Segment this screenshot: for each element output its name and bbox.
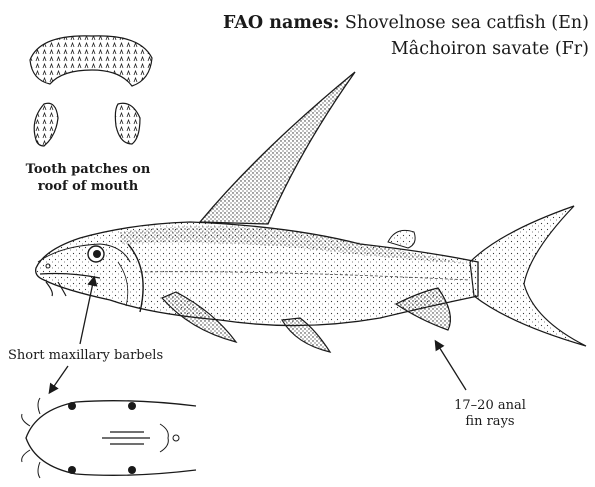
adipose-fin [388,230,415,248]
anal-label-line2: fin rays [440,414,540,430]
vomerine-tooth-patch [30,36,152,86]
fao-english-name: Shovelnose sea catfish (En) [345,13,589,33]
head-dorsal-view [22,398,196,478]
dorsal-fin [200,72,355,224]
caudal-fin [470,206,586,346]
anal-fin-rays-label: 17–20 anal fin rays [440,398,540,430]
left-palatine-tooth-patch [34,103,58,146]
right-palatine-tooth-patch [115,103,140,144]
fao-english-line: FAO names: Shovelnose sea catfish (En) [223,10,589,36]
dorsal-barbels [22,398,40,478]
fao-names-label: FAO names: [223,13,339,33]
arrow-to-anal-fin [436,342,466,390]
fao-french-name: Mâchoiron savate (Fr) [223,36,589,62]
tooth-caption-line1: Tooth patches on [12,161,164,178]
tooth-patches-caption: Tooth patches on roof of mouth [12,161,164,195]
tooth-patches-diagram [30,36,152,146]
arrow-to-dorsal-head [50,366,68,392]
maxillary-barbels-label: Short maxillary barbels [8,348,163,364]
fao-names-block: FAO names: Shovelnose sea catfish (En) M… [223,10,589,62]
anal-label-line1: 17–20 anal [440,398,540,414]
tooth-caption-line2: roof of mouth [12,178,164,195]
